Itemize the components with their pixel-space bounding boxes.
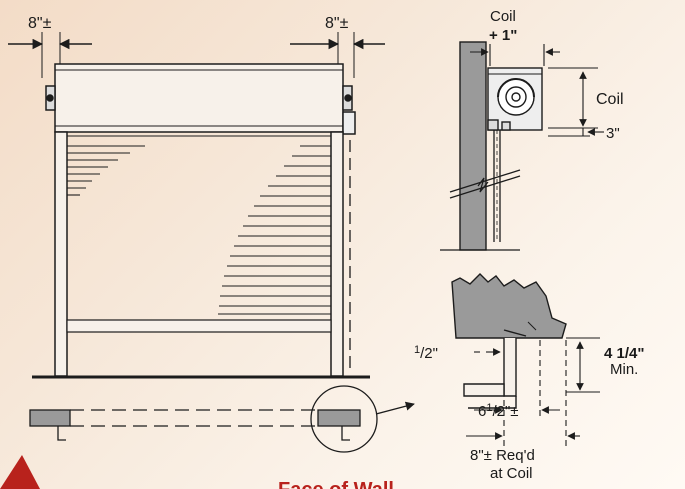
- left-gap-label: 8"±: [28, 15, 52, 32]
- right-guide-rail: [330, 131, 344, 377]
- half-inch-label: 1/2": [414, 344, 438, 362]
- wall-section: [459, 41, 487, 251]
- coil-clearance-label: 3": [606, 125, 620, 142]
- header-detail: [451, 273, 567, 409]
- coil-plus-label: + 1": [489, 27, 517, 44]
- coil-top-label: Coil: [490, 8, 516, 25]
- height-min-label: Min.: [610, 361, 638, 378]
- required-at-coil-line1: 8"± Req'd: [470, 447, 535, 464]
- right-gap-label: 8"±: [325, 15, 349, 32]
- front-elevation: [8, 32, 385, 377]
- face-of-wall-caption: Face of Wall: [278, 479, 394, 489]
- header-wall: [451, 273, 567, 339]
- coil-side-label: Coil: [596, 91, 624, 108]
- detail-circle: [310, 385, 378, 453]
- side-section: [440, 41, 543, 251]
- bottom-bar: [66, 319, 332, 333]
- left-guide-rail: [54, 131, 68, 377]
- header-dimensions: [466, 337, 600, 450]
- plan-view: [29, 385, 415, 453]
- angle-bracket: [503, 338, 517, 397]
- coil-dimensions: [470, 44, 604, 137]
- six-half-label: 61/2"±: [478, 402, 519, 420]
- red-corner-mark: [0, 455, 40, 489]
- coil-hood: [54, 63, 344, 133]
- curtain-slats: [67, 145, 331, 315]
- required-at-coil-line2: at Coil: [490, 465, 533, 482]
- height-label: 4 1/4": [604, 345, 644, 362]
